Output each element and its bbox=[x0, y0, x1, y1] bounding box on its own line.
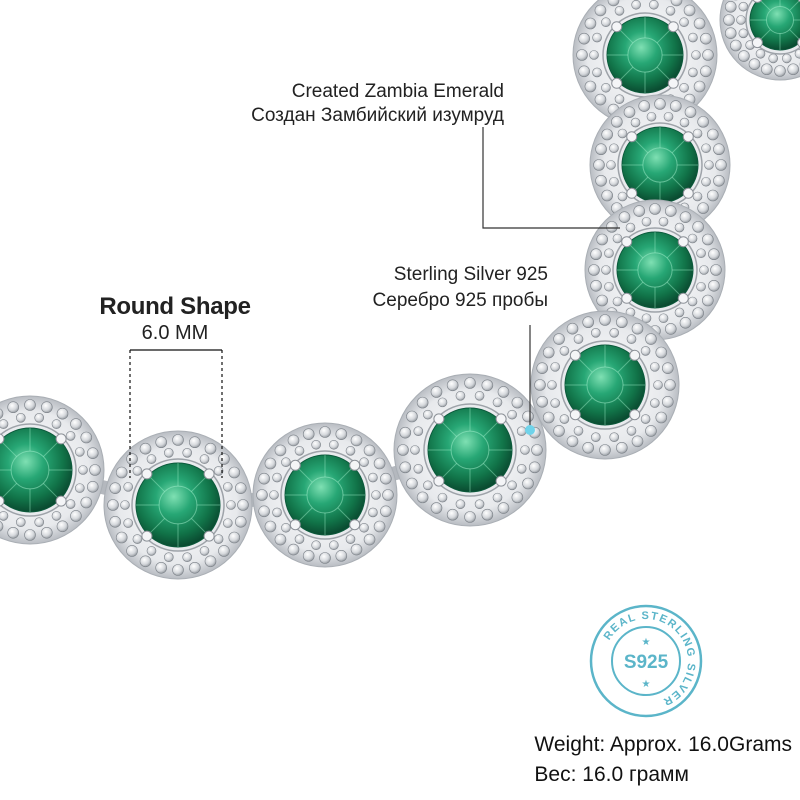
weight-info: Weight: Approx. 16.0Grams Вес: 16.0 грам… bbox=[534, 730, 792, 790]
shape-title: Round Shape bbox=[99, 293, 251, 320]
emerald-label-en: Created Zambia Emerald bbox=[291, 81, 504, 102]
emerald-label: Created Zambia Emerald Создан Замбийский… bbox=[251, 80, 504, 128]
weight-en: Weight: Approx. 16.0Grams bbox=[534, 733, 792, 756]
shape-size: 6.0 MM bbox=[141, 322, 209, 344]
seal-star-icon: ★ bbox=[642, 679, 651, 690]
seal-star-icon: ★ bbox=[642, 637, 651, 648]
emerald-setting bbox=[584, 199, 726, 341]
silver-label-en: Sterling Silver 925 bbox=[393, 264, 548, 285]
emerald-leader-line bbox=[482, 127, 620, 229]
size-dimension-bracket bbox=[129, 349, 223, 478]
s925-seal-stamp: REAL STERLING SILVER S925 ★ ★ bbox=[589, 604, 703, 718]
emerald-setting bbox=[0, 395, 105, 545]
emerald-setting bbox=[252, 422, 398, 568]
emerald-setting bbox=[719, 0, 800, 81]
seal-center-text: S925 bbox=[624, 652, 669, 673]
weight-ru: Вес: 16.0 грамм bbox=[534, 763, 689, 786]
emerald-label-ru: Создан Замбийский изумруд bbox=[251, 105, 504, 126]
shape-label: Round Shape 6.0 MM bbox=[95, 293, 255, 345]
silver-label: Sterling Silver 925 Серебро 925 пробы bbox=[373, 262, 548, 314]
silver-pointer-dot bbox=[525, 425, 535, 435]
silver-label-ru: Серебро 925 пробы bbox=[372, 290, 548, 311]
emerald-setting bbox=[393, 373, 547, 527]
emerald-setting bbox=[530, 310, 680, 460]
emerald-setting bbox=[103, 430, 253, 580]
emerald-halo-settings bbox=[0, 0, 800, 580]
